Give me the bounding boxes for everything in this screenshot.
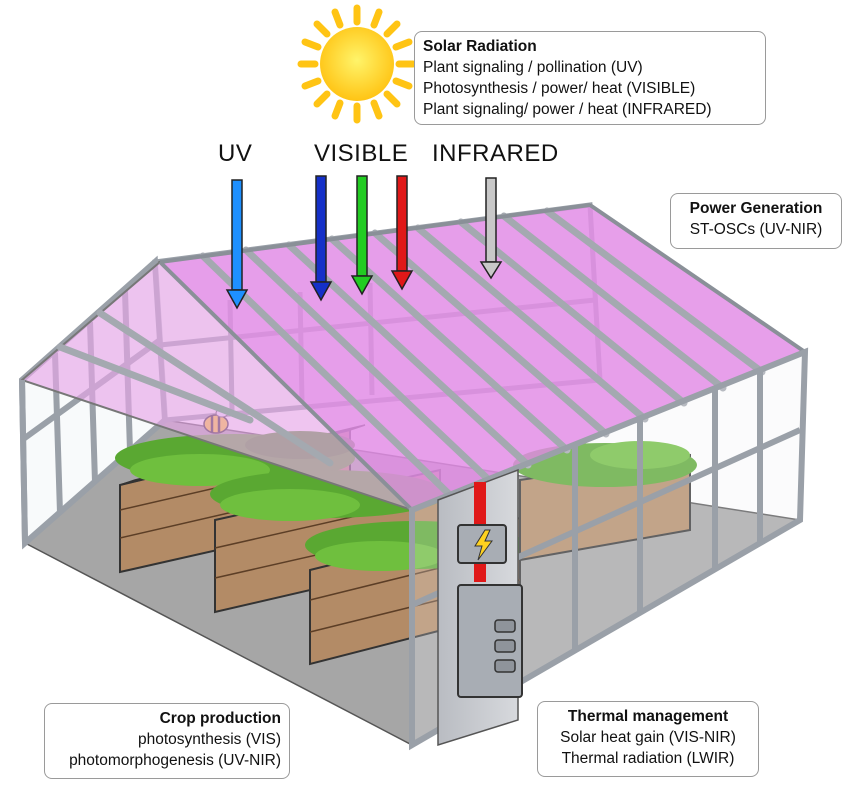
radiation-arrows (225, 175, 503, 310)
thermal-management-line-radiation: Thermal radiation (LWIR) (561, 750, 735, 767)
blue-arrow (309, 175, 333, 302)
green-arrow (350, 175, 374, 296)
solar-radiation-line-visible: Photosynthesis / power/ heat (VISIBLE) (423, 80, 696, 97)
crop-production-line-uvnir: photomorphogenesis (UV-NIR) (69, 752, 281, 769)
red-arrow (390, 175, 414, 291)
solar-radiation-title: Solar Radiation (423, 38, 537, 55)
uv-label: UV (218, 140, 253, 167)
thermal-management-box: Thermal management Solar heat gain (VIS-… (537, 701, 759, 777)
uv-arrow (225, 179, 249, 310)
infrared-arrow (479, 177, 503, 280)
power-generation-line: ST-OSCs (UV-NIR) (689, 221, 823, 238)
crop-production-title: Crop production (159, 710, 281, 727)
infrared-label: INFRARED (432, 140, 559, 167)
power-generation-title: Power Generation (689, 200, 823, 217)
thermal-management-title: Thermal management (567, 708, 729, 725)
thermal-management-line-solar: Solar heat gain (VIS-NIR) (560, 729, 736, 746)
solar-radiation-line-uv: Plant signaling / pollination (UV) (423, 59, 643, 76)
crop-production-box: Crop production photosynthesis (VIS) pho… (44, 703, 290, 779)
lightning-icon (474, 529, 493, 561)
power-generation-box: Power Generation ST-OSCs (UV-NIR) (670, 193, 842, 249)
crop-production-line-vis: photosynthesis (VIS) (137, 731, 281, 748)
visible-label: VISIBLE (314, 140, 409, 167)
sun-icon (297, 4, 417, 124)
power-pillar (437, 468, 523, 747)
solar-radiation-box: Solar Radiation Plant signaling / pollin… (414, 31, 766, 125)
solar-radiation-line-infrared: Plant signaling/ power / heat (INFRARED) (423, 101, 712, 118)
